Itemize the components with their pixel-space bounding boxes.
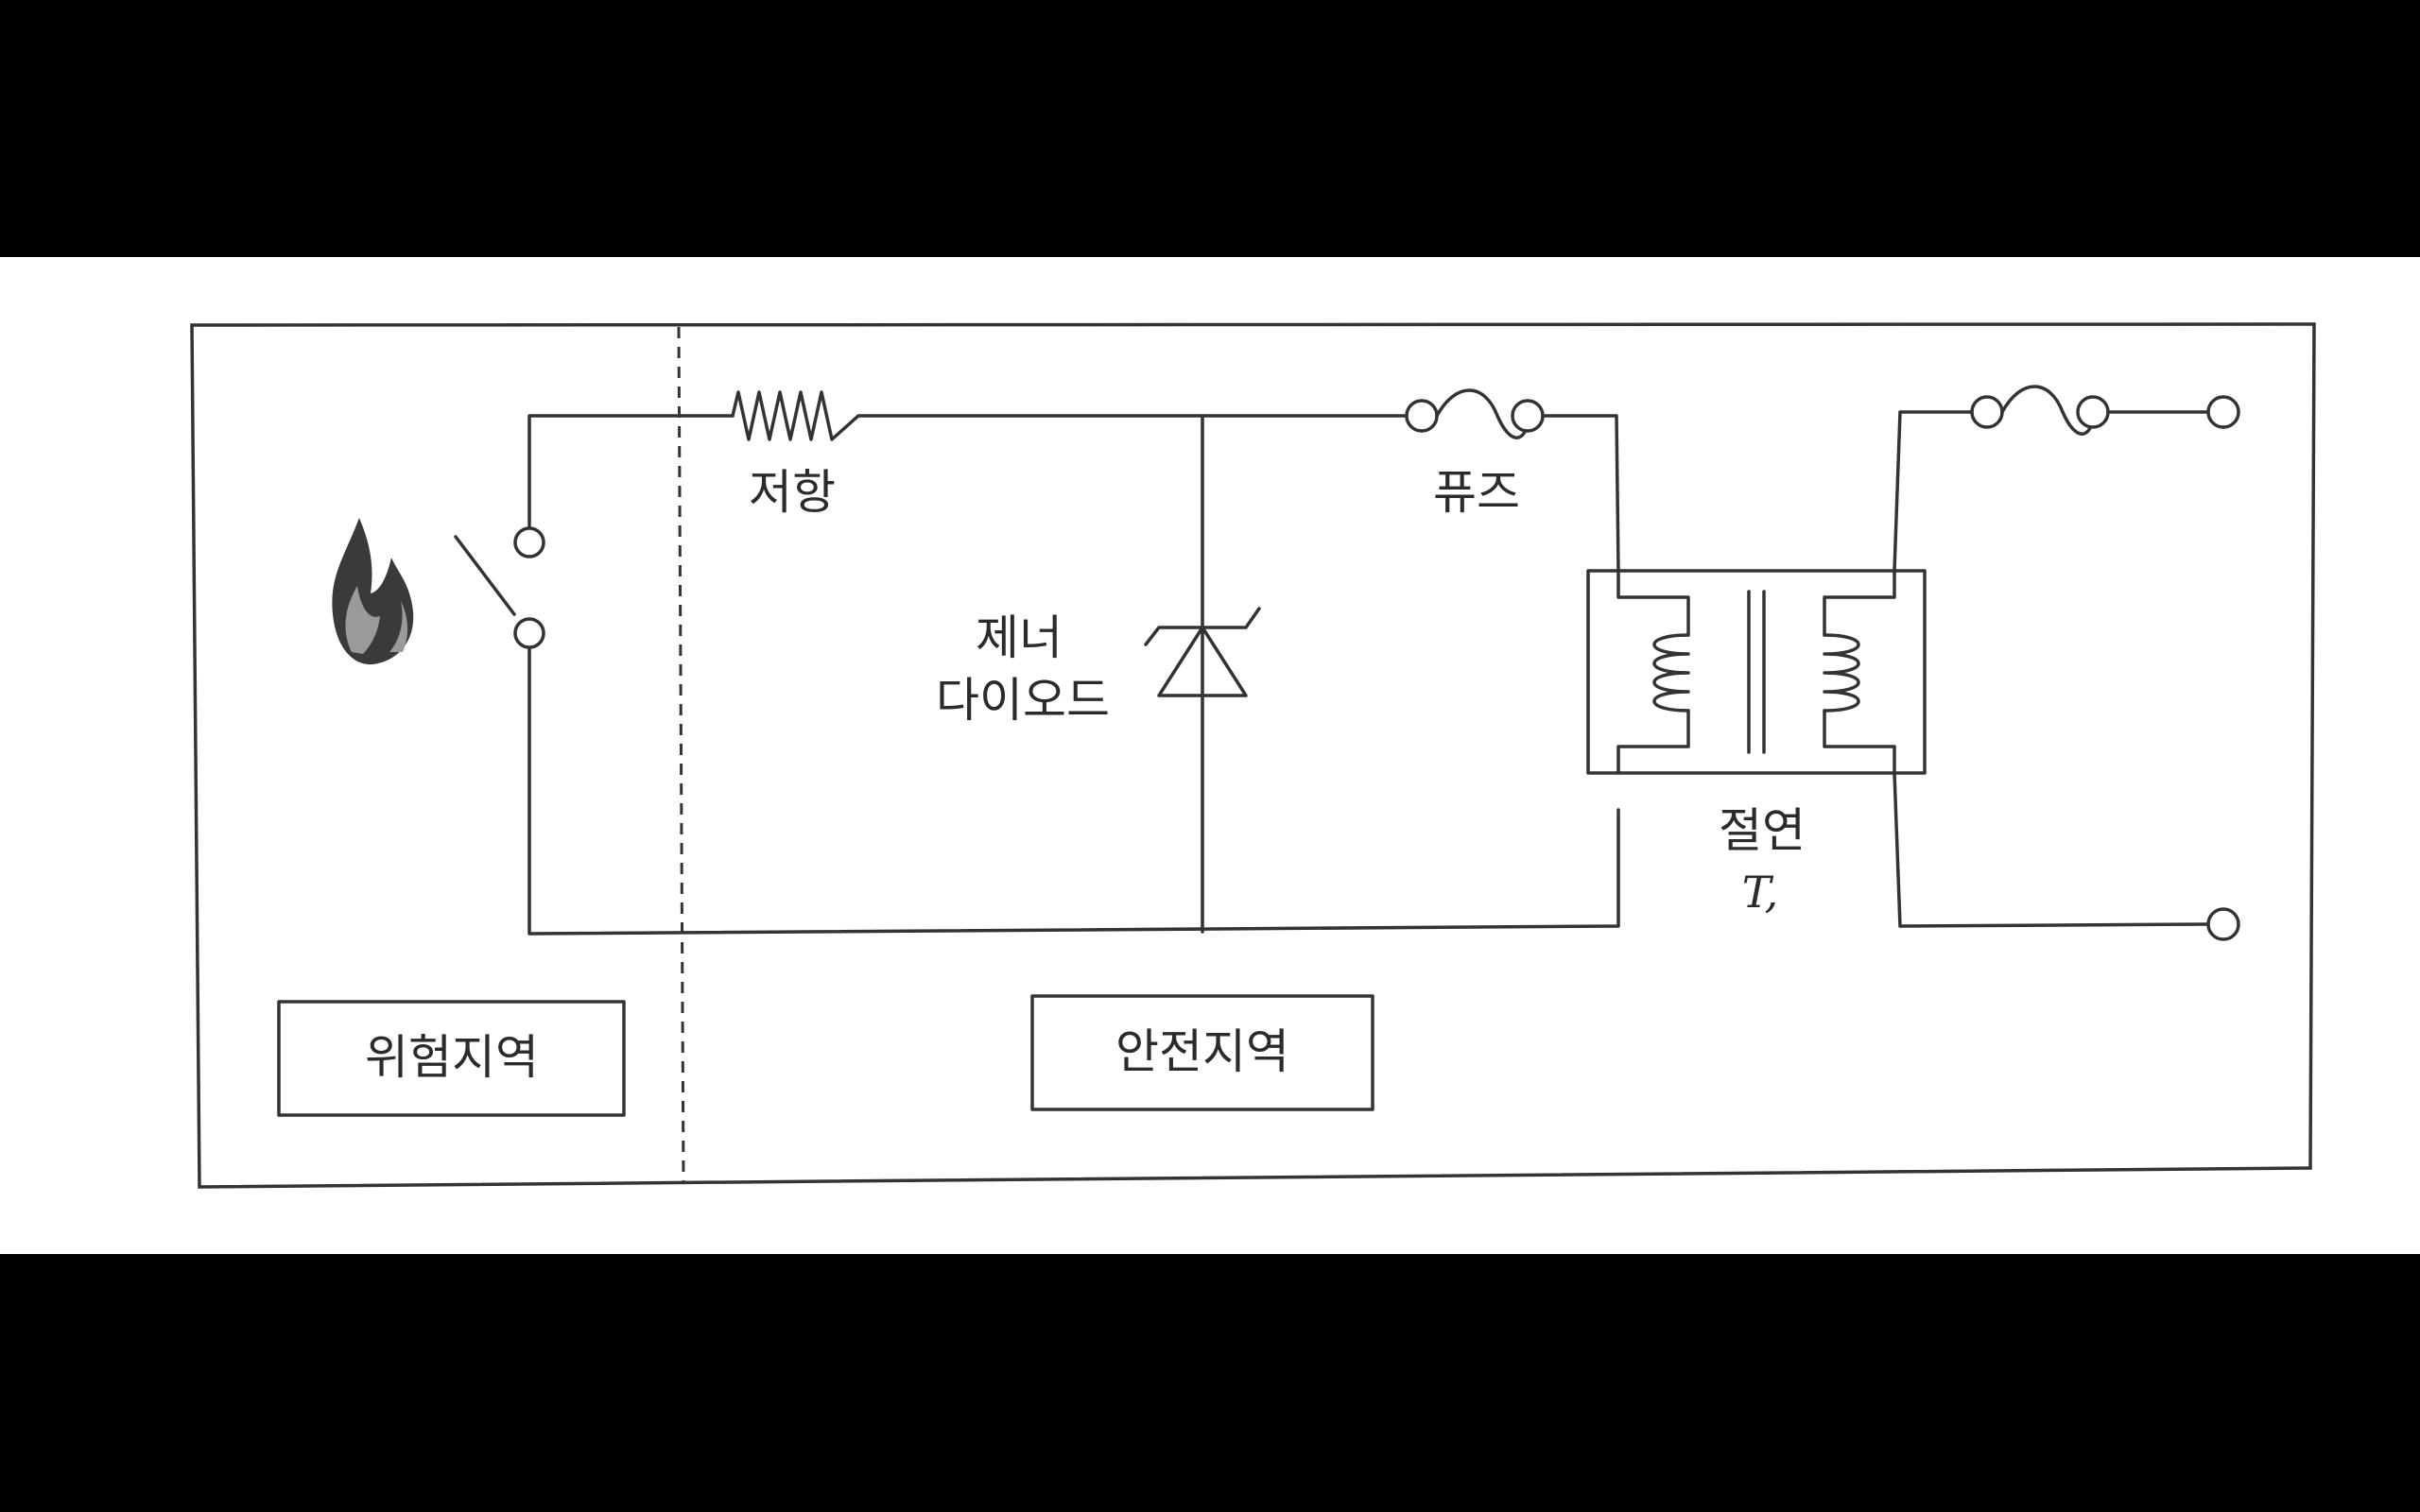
zener-label-line1: 제너 xyxy=(976,610,1063,665)
secondary-return-wire xyxy=(1893,771,2240,941)
paper-area xyxy=(0,257,2420,1254)
fuse-symbol-primary xyxy=(1201,388,1620,573)
flame-icon xyxy=(332,518,414,665)
transformer-symbol xyxy=(1586,569,1927,775)
resistor-label: 저항 xyxy=(749,465,836,520)
safe-zone-box xyxy=(1030,994,1374,1111)
fuse-symbol-secondary xyxy=(1893,385,2240,573)
outer-frame xyxy=(190,322,2316,1189)
fuse-label: 퓨즈 xyxy=(1433,465,1520,520)
zener-diode-symbol xyxy=(1144,414,1261,934)
zone-boundary-dashed xyxy=(677,326,685,1182)
hazard-zone-box xyxy=(277,1000,626,1117)
zener-label-line2: 다이오드 xyxy=(936,673,1110,728)
isolation-label: 절연 xyxy=(1719,803,1806,858)
transformer-label: T, xyxy=(1742,867,1779,918)
safe-zone-label: 안전지역 xyxy=(1115,1024,1289,1079)
hazard-zone-label: 위험지역 xyxy=(365,1030,539,1085)
resistor-symbol xyxy=(731,390,1204,441)
switch-symbol xyxy=(454,414,1620,936)
